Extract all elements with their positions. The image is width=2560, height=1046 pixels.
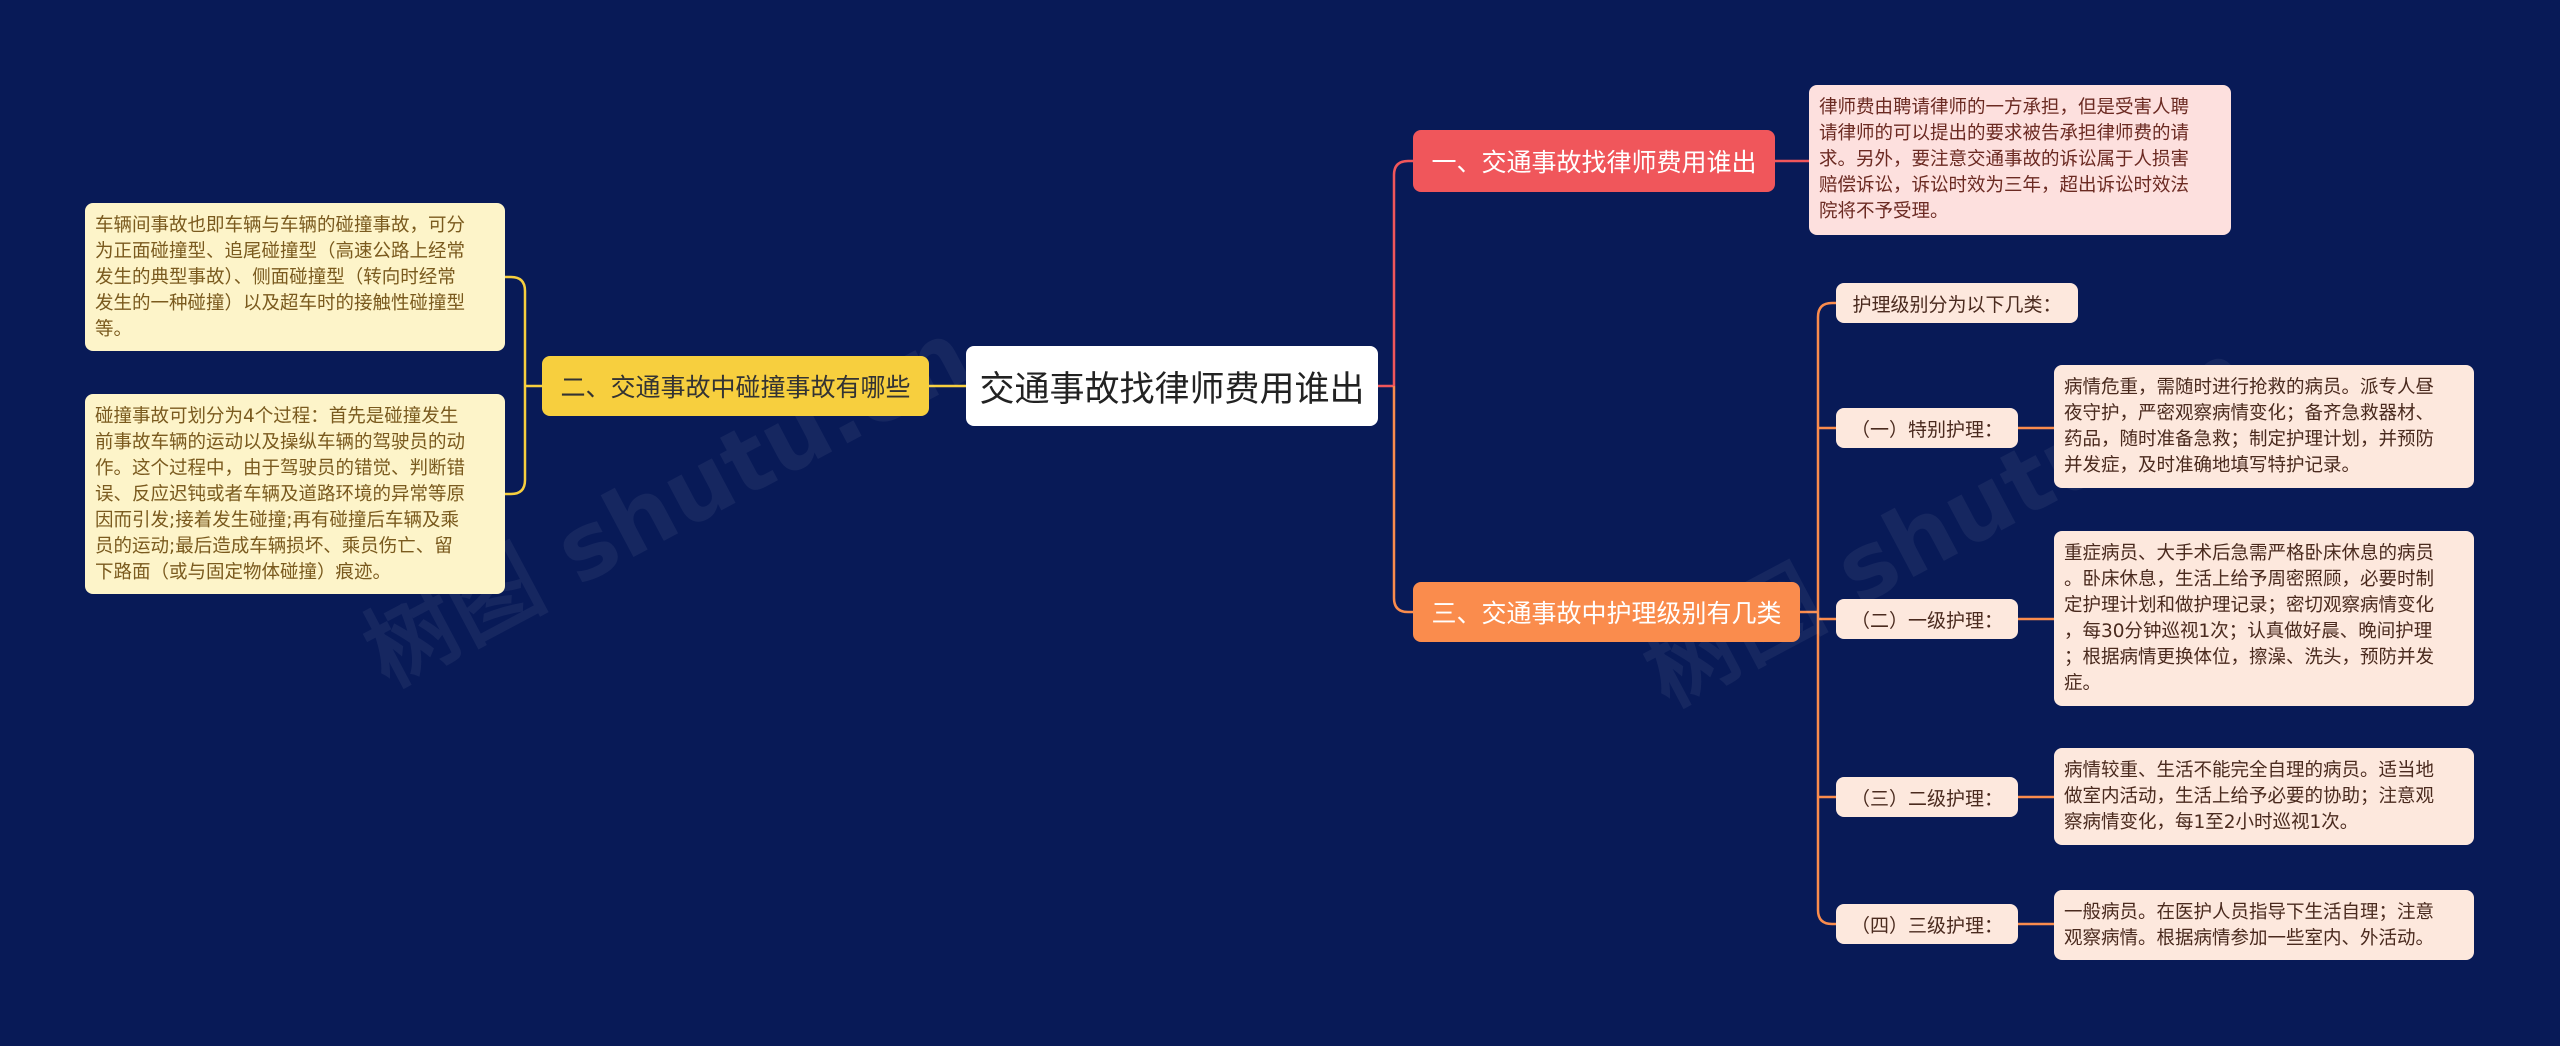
branch-collision-types[interactable]: 二、交通事故中碰撞事故有哪些 [542, 356, 929, 416]
care-second-detail[interactable]: 病情较重、生活不能完全自理的病员。适当地 做室内活动，生活上给予必要的协助；注意… [2054, 748, 2474, 845]
branch-care-levels[interactable]: 三、交通事故中护理级别有几类 [1413, 582, 1800, 642]
care-first-detail[interactable]: 重症病员、大手术后急需严格卧床休息的病员 。卧床休息，生活上给予周密照顾，必要时… [2054, 531, 2474, 706]
lawyer-fee-detail[interactable]: 律师费由聘请律师的一方承担，但是受害人聘 请律师的可以提出的要求被告承担律师费的… [1809, 85, 2231, 235]
link-branch3-intro [1816, 301, 1836, 612]
care-level-third[interactable]: （四）三级护理： [1836, 904, 2018, 944]
care-level-special[interactable]: （一）特别护理： [1836, 408, 2018, 448]
link-branch2-leaf2 [505, 386, 527, 496]
root-topic[interactable]: 交通事故找律师费用谁出 [966, 346, 1378, 426]
link-branch2-leaf1 [505, 275, 527, 386]
collision-detail-1[interactable]: 车辆间事故也即车辆与车辆的碰撞事故，可分 为正面碰撞型、追尾碰撞型（高速公路上经… [85, 203, 505, 351]
care-third-detail[interactable]: 一般病员。在医护人员指导下生活自理；注意 观察病情。根据病情参加一些室内、外活动… [2054, 890, 2474, 960]
link-root-branch3 [1392, 386, 1413, 614]
care-level-second[interactable]: （三）二级护理： [1836, 777, 2018, 817]
care-level-first[interactable]: （二）一级护理： [1836, 599, 2018, 639]
link-branch3-bottom [1816, 612, 1836, 926]
collision-detail-2[interactable]: 碰撞事故可划分为4个过程：首先是碰撞发生 前事故车辆的运动以及操纵车辆的驾驶员的… [85, 394, 505, 594]
care-special-detail[interactable]: 病情危重，需随时进行抢救的病员。派专人昼 夜守护，严密观察病情变化；备齐急救器材… [2054, 365, 2474, 488]
link-root-branch1 [1392, 159, 1413, 386]
branch-lawyer-fee[interactable]: 一、交通事故找律师费用谁出 [1413, 130, 1775, 192]
care-levels-intro[interactable]: 护理级别分为以下几类： [1836, 283, 2078, 323]
